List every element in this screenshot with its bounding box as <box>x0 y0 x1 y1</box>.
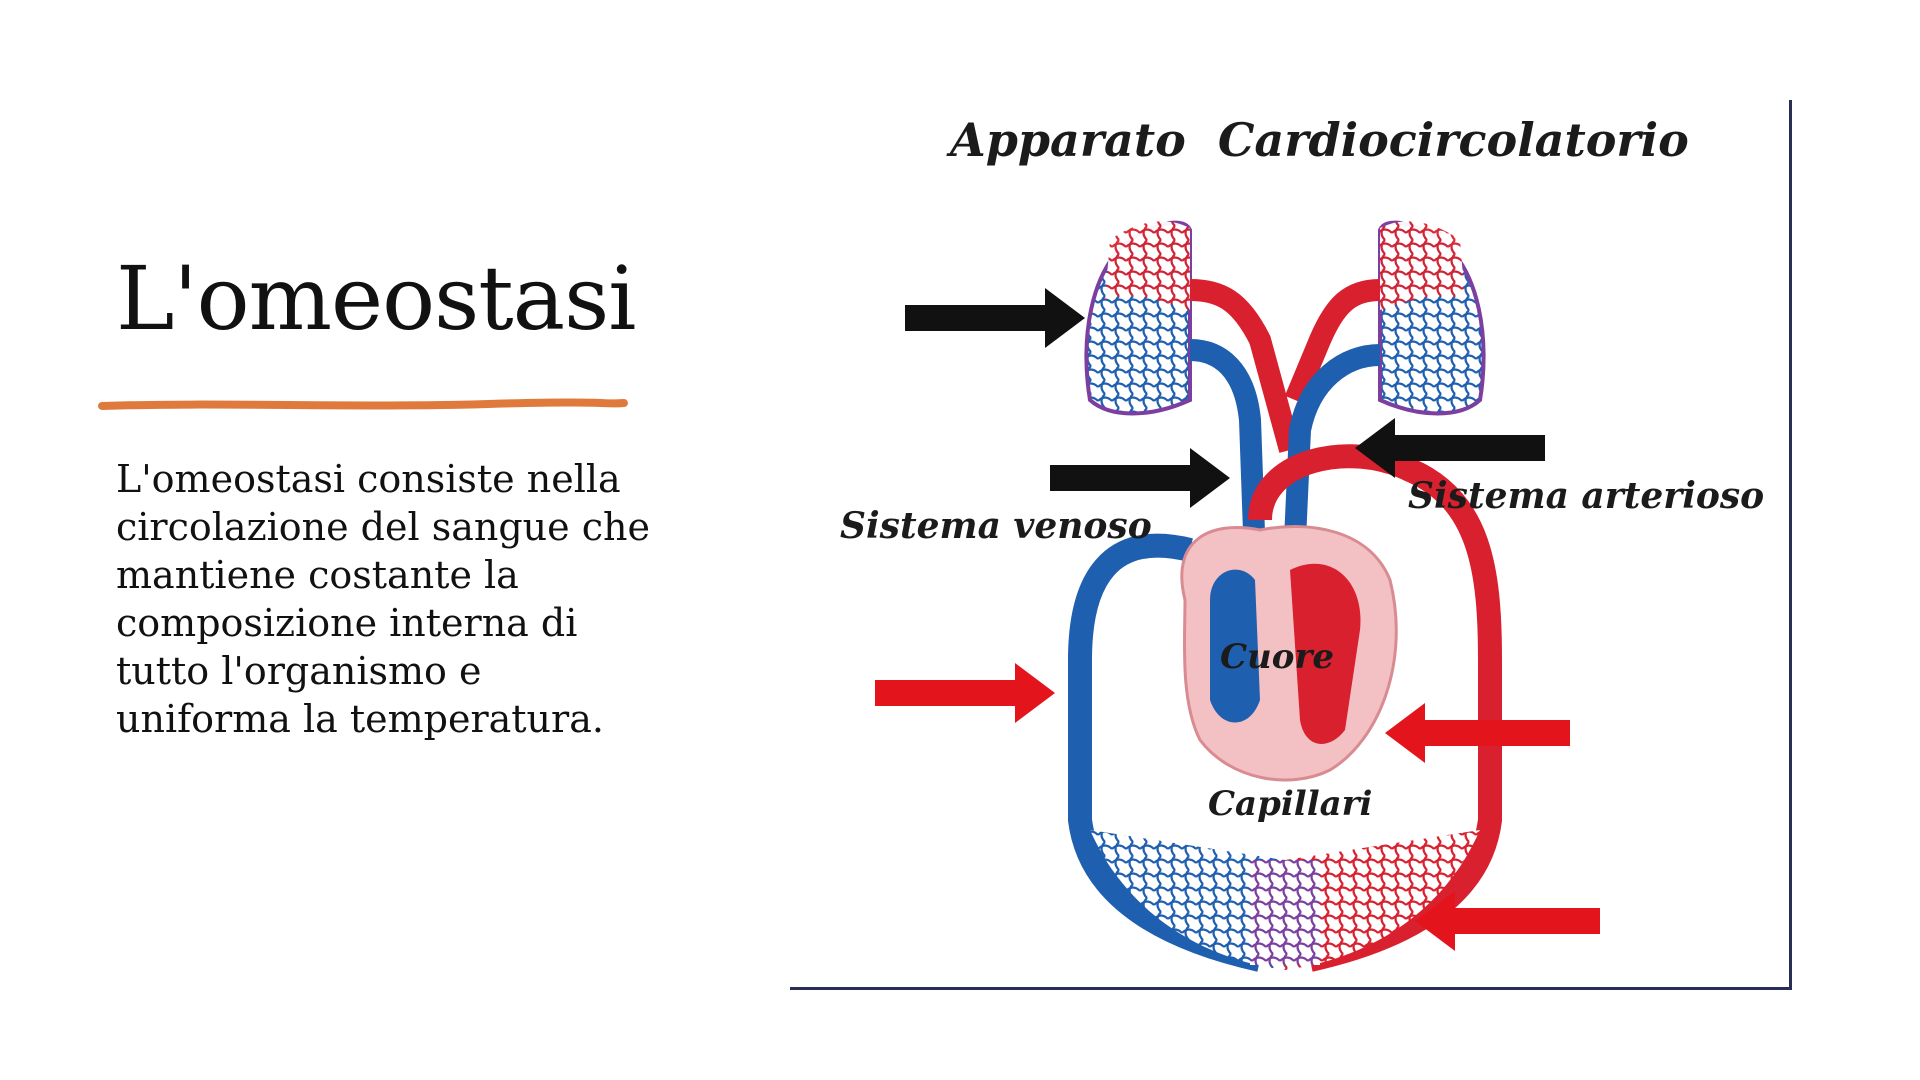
arrow-right-black-icon <box>1050 448 1230 508</box>
lung-right-icon <box>1378 220 1486 416</box>
circulatory-diagram: Apparato Cardiocircolatorio <box>790 100 1792 990</box>
arrow-right-black-icon <box>905 288 1085 348</box>
arrow-left-black-icon <box>1355 418 1545 478</box>
title-underline <box>98 398 628 410</box>
arrow-left-red-icon <box>1385 703 1570 763</box>
label-sistema-arterioso: Sistema arterioso <box>1408 475 1764 517</box>
arrow-right-red-icon <box>875 663 1055 723</box>
body-paragraph: L'omeostasi consiste nella circolazione … <box>116 457 650 741</box>
label-sistema-venoso: Sistema venoso <box>840 505 1152 547</box>
label-cuore: Cuore <box>1220 637 1334 677</box>
heart-icon <box>1180 525 1398 782</box>
arrow-left-red-icon <box>1415 891 1600 951</box>
diagram-canvas: Apparato Cardiocircolatorio <box>840 113 1764 972</box>
diagram-heading: Apparato Cardiocircolatorio <box>946 113 1689 167</box>
label-capillari: Capillari <box>1208 784 1372 824</box>
lung-left-icon <box>1084 220 1192 416</box>
slide-title: L'omeostasi <box>116 247 636 350</box>
